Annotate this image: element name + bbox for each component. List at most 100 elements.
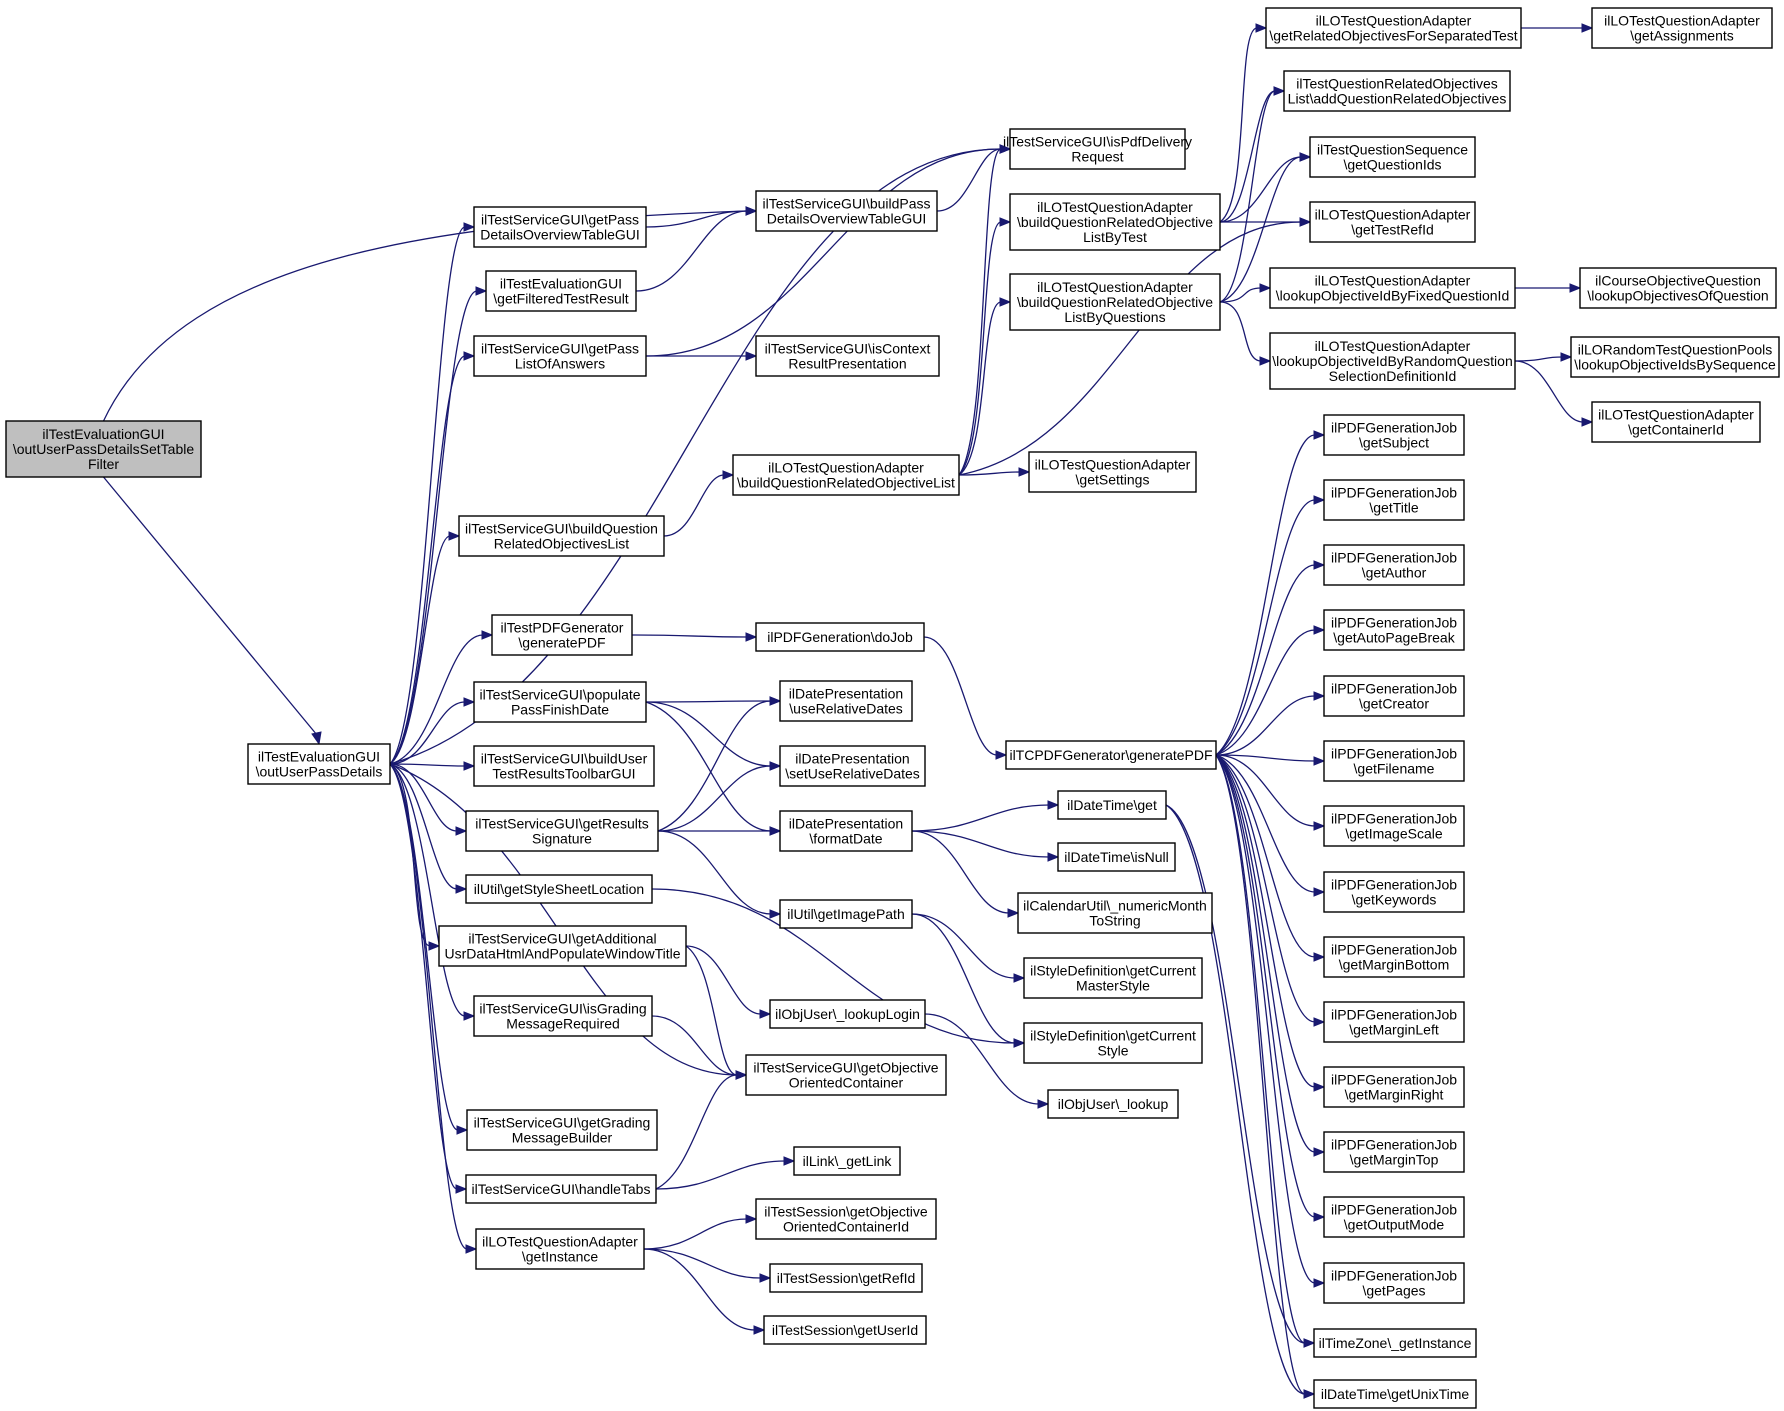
node-label: ilPDFGenerationJob [1331,1072,1457,1088]
graph-node[interactable]: ilCourseObjectiveQuestion\lookupObjectiv… [1579,267,1777,309]
graph-node[interactable]: ilPDFGenerationJob\getPages [1323,1262,1465,1304]
graph-node[interactable]: ilTestServiceGUI\getAdditionalUsrDataHtm… [438,925,687,967]
call-edge [958,221,1002,476]
graph-node[interactable]: ilDatePresentation\formatDate [779,810,913,852]
call-edge [958,301,1002,476]
graph-node[interactable]: ilObjUser\_lookup [1047,1089,1179,1119]
graph-node[interactable]: ilLOTestQuestionAdapter\buildQuestionRel… [732,454,960,496]
graph-node[interactable]: ilLOTestQuestionAdapter\getInstance [475,1228,645,1270]
node-label: ilObjUser\_lookupLogin [775,1006,920,1022]
node-label: ilTestEvaluationGUI [42,426,164,442]
node-box [769,999,926,1029]
node-label: \getAuthor [1362,565,1427,581]
graph-node[interactable]: ilTestEvaluationGUI\getFilteredTestResul… [485,270,637,312]
graph-node[interactable]: ilTestServiceGUI\handleTabs [465,1174,657,1204]
graph-node[interactable]: ilTCPDFGenerator\generatePDF [1005,740,1217,770]
graph-node[interactable]: ilPDFGenerationJob\getMarginLeft [1323,1001,1465,1043]
graph-node[interactable]: ilTimeZone\_getInstance [1313,1328,1477,1358]
graph-node[interactable]: ilPDFGenerationJob\getMarginTop [1323,1131,1465,1173]
graph-node[interactable]: ilLOTestQuestionAdapter\getContainerId [1591,401,1761,443]
graph-node[interactable]: ilTestServiceGUI\buildUserTestResultsToo… [473,745,655,787]
node-label: ilPDFGenerationJob [1331,877,1457,893]
graph-node[interactable]: ilTestQuestionRelatedObjectivesList\addQ… [1283,70,1511,112]
graph-node[interactable]: ilPDFGenerationJob\getTitle [1323,479,1465,521]
node-label: \getSettings [1076,472,1150,488]
node-label: Signature [532,831,592,847]
node-label: ilTestSession\getUserId [772,1322,918,1338]
graph-node[interactable]: ilPDFGenerationJob\getAutoPageBreak [1323,609,1465,651]
node-box [793,1146,901,1176]
graph-node[interactable]: ilTestServiceGUI\buildPassDetailsOvervie… [755,190,938,232]
node-label: \lookupObjectiveIdByRandomQuestion [1272,353,1512,369]
graph-node[interactable]: ilDateTime\getUnixTime [1313,1379,1477,1409]
graph-node[interactable]: ilTestPDFGenerator\generatePDF [491,614,633,656]
graph-node[interactable]: ilPDFGenerationJob\getAuthor [1323,544,1465,586]
call-edge [1219,301,1262,362]
graph-node[interactable]: ilTestSession\getRefId [769,1263,923,1293]
graph-node[interactable]: ilTestServiceGUI\getObjectiveOrientedCon… [745,1054,947,1096]
graph-node[interactable]: ilLOTestQuestionAdapter\lookupObjectiveI… [1269,267,1516,309]
graph-node[interactable]: ilTestSession\getUserId [763,1315,927,1345]
node-label: ilLOTestQuestionAdapter [1037,199,1193,215]
graph-node[interactable]: ilLOTestQuestionAdapter\getRelatedObject… [1265,7,1522,49]
call-edge [645,210,748,228]
graph-node[interactable]: ilLORandomTestQuestionPools\lookupObject… [1570,336,1780,378]
node-box [1570,336,1780,378]
graph-node[interactable]: ilPDFGenerationJob\getCreator [1323,675,1465,717]
graph-node[interactable]: ilUtil\getImagePath [779,899,913,929]
graph-node[interactable]: ilTestServiceGUI\getPassDetailsOverviewT… [473,206,647,248]
node-label: ilPDFGenerationJob [1331,681,1457,697]
graph-node[interactable]: ilTestServiceGUI\isGradingMessageRequire… [473,995,653,1037]
node-box [247,743,391,785]
graph-node[interactable]: ilDatePresentation\setUseRelativeDates [779,745,926,787]
graph-node[interactable]: ilPDFGenerationJob\getFilename [1323,740,1465,782]
node-box [1323,1066,1465,1108]
graph-node[interactable]: ilPDFGenerationJob\getOutputMode [1323,1196,1465,1238]
graph-node[interactable]: ilTestEvaluationGUI\outUserPassDetails [247,743,391,785]
node-box [779,680,913,722]
graph-node[interactable]: ilTestServiceGUI\isContextResultPresenta… [755,335,940,377]
graph-node[interactable]: ilLOTestQuestionAdapter\getAssignments [1591,7,1773,49]
graph-node[interactable]: ilObjUser\_lookupLogin [769,999,926,1029]
graph-node[interactable]: ilDateTime\get [1057,790,1167,820]
graph-node[interactable]: ilPDFGenerationJob\getMarginRight [1323,1066,1465,1108]
node-label: \getImageScale [1345,826,1442,842]
node-box [1591,401,1761,443]
graph-node[interactable]: ilLink\_getLink [793,1146,901,1176]
node-label: \getAssignments [1630,28,1734,44]
root-node[interactable]: ilTestEvaluationGUI\outUserPassDetailsSe… [5,420,202,478]
graph-node[interactable]: ilTestServiceGUI\getGradingMessageBuilde… [466,1109,658,1151]
graph-node[interactable]: ilTestServiceGUI\buildQuestionRelatedObj… [458,515,665,557]
graph-node[interactable]: ilPDFGenerationJob\getImageScale [1323,805,1465,847]
call-edge [911,804,1050,832]
graph-node[interactable]: ilDatePresentation\useRelativeDates [779,680,913,722]
arrowhead [1313,887,1326,897]
graph-node[interactable]: ilDateTime\isNull [1057,842,1176,872]
node-label: ilLink\_getLink [803,1153,893,1169]
node-box [755,335,940,377]
graph-node[interactable]: ilLOTestQuestionAdapter\getSettings [1028,451,1197,493]
call-edge [1215,754,1316,1023]
node-label: ilLOTestQuestionAdapter [1315,338,1471,354]
graph-node[interactable]: ilLOTestQuestionAdapter\buildQuestionRel… [1009,273,1221,331]
graph-node[interactable]: ilPDFGenerationJob\getSubject [1323,414,1465,456]
graph-node[interactable]: ilPDFGeneration\doJob [755,622,925,652]
node-label: ilTestServiceGUI\handleTabs [472,1181,651,1197]
graph-node[interactable]: ilPDFGenerationJob\getMarginBottom [1323,936,1465,978]
graph-node[interactable]: ilLOTestQuestionAdapter\buildQuestionRel… [1009,193,1221,251]
graph-node[interactable]: ilLOTestQuestionAdapter\getTestRefId [1309,201,1476,243]
node-box [1313,1379,1477,1409]
call-edge [1165,804,1306,1344]
graph-node[interactable]: ilTestSession\getObjectiveOrientedContai… [755,1198,937,1240]
graph-node[interactable]: ilUtil\getStyleSheetLocation [465,874,653,904]
graph-node[interactable]: ilTestQuestionSequence\getQuestionIds [1309,136,1476,178]
graph-node[interactable]: ilPDFGenerationJob\getKeywords [1323,871,1465,913]
graph-node[interactable]: ilLOTestQuestionAdapter\lookupObjectiveI… [1269,332,1516,390]
